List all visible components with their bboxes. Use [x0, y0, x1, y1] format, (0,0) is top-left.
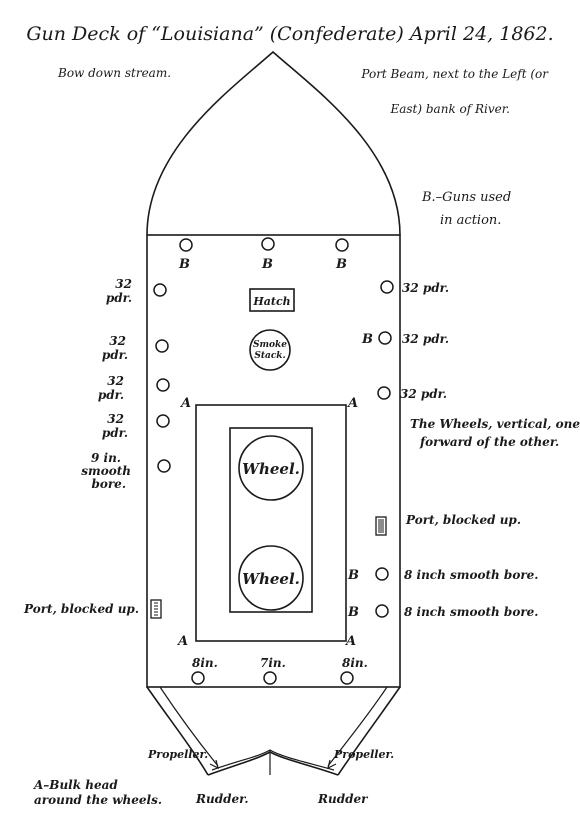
right-gun-port-4 [375, 567, 389, 581]
forward-gun-port-1 [179, 238, 193, 252]
stern-gun-port-right [340, 671, 354, 685]
bow-outline [146, 50, 401, 236]
right-gun-3-label: 32 pdr. [400, 387, 447, 401]
port-beam-note-line2: East) bank of River. [389, 102, 510, 116]
stern-inner-starboard [327, 686, 388, 767]
stern-port-side [146, 686, 209, 776]
left-gun-port-1 [153, 283, 167, 297]
smoke-stack-label-line1: Smoke [253, 340, 287, 350]
stern-gun-left-label: 8in. [192, 656, 218, 670]
smoke-stack [249, 329, 291, 371]
left-gun-port-3 [156, 378, 170, 392]
bulkhead-label-a-top-left: A [179, 396, 191, 411]
right-gun-1-label: 32 pdr. [402, 281, 449, 295]
bulkhead-label-a-bottom-right: A [344, 634, 356, 649]
port-blocked-left-hatching [154, 602, 158, 616]
right-gun-2-b-label: B [361, 332, 373, 347]
left-gun-port-2 [155, 339, 169, 353]
smoke-stack-label-line2: Stack. [254, 351, 285, 361]
port-beam-note-line1: Port Beam, next to the Left (or [360, 67, 549, 81]
left-gun-3-label-line1: 32 [107, 374, 124, 388]
aft-wheel [238, 545, 304, 611]
page-title: Gun Deck of “Louisiana” (Confederate) Ap… [26, 23, 553, 45]
hatch-label: Hatch [252, 295, 290, 308]
aft-wheel-label: Wheel. [242, 570, 300, 588]
left-gun-4-label-line2: pdr. [102, 426, 128, 440]
left-gun-2-label-line2: pdr. [102, 348, 128, 362]
propeller-right [327, 759, 337, 770]
wheels-note-line1: The Wheels, vertical, one [410, 417, 580, 431]
bulkhead-note-line2: around the wheels. [34, 793, 162, 807]
stern-inner-port [159, 686, 219, 767]
propeller-left [209, 759, 219, 770]
propeller-right-label: Propeller. [333, 748, 394, 761]
port-blocked-right-label: Port, blocked up. [405, 513, 521, 527]
port-blocked-right-hatching [378, 519, 384, 533]
bow-note: Bow down stream. [57, 66, 171, 80]
bulkhead [195, 404, 347, 642]
forward-wheel [238, 435, 304, 501]
bulkhead-label-a-top-right: A [346, 396, 358, 411]
rudder-right-label: Rudder [317, 792, 369, 806]
left-gun-3-label-line2: pdr. [98, 388, 124, 402]
gun-deck-outline [146, 234, 401, 688]
forward-gun-2-label: B [261, 257, 273, 272]
right-gun-2-label: 32 pdr. [402, 332, 449, 346]
stern-gun-center-label: 7in. [260, 656, 286, 670]
forward-gun-port-3 [335, 238, 349, 252]
right-gun-port-5 [375, 604, 389, 618]
right-gun-4-b-label: B [347, 568, 359, 583]
stern-gun-port-center [263, 671, 277, 685]
right-gun-5-label: 8 inch smooth bore. [404, 605, 538, 619]
stern-transom [207, 751, 339, 776]
left-gun-5-label-line3: bore. [91, 477, 126, 491]
hatch [249, 288, 295, 312]
left-gun-1-label-line1: 32 [115, 277, 132, 291]
left-gun-2-label-line1: 32 [109, 334, 126, 348]
wheel-housing [229, 427, 313, 613]
bulkhead-note-line1: A–Bulk head [33, 778, 118, 792]
right-gun-4-label: 8 inch smooth bore. [404, 568, 538, 582]
forward-gun-1-label: B [178, 257, 190, 272]
left-gun-port-5 [157, 459, 171, 473]
right-gun-5-b-label: B [347, 605, 359, 620]
guns-used-note-line1: B.–Guns used [421, 190, 511, 205]
bulkhead-label-a-bottom-left: A [176, 634, 188, 649]
propeller-left-label: Propeller. [147, 748, 208, 761]
left-gun-5-label-line1: 9 in. [91, 451, 121, 465]
left-gun-port-4 [156, 414, 170, 428]
forward-gun-port-2 [261, 237, 275, 251]
forward-gun-3-label: B [335, 257, 347, 272]
forward-wheel-label: Wheel. [242, 460, 300, 478]
left-gun-4-label-line1: 32 [107, 412, 124, 426]
left-gun-1-label-line2: pdr. [106, 291, 132, 305]
right-gun-port-3 [377, 386, 391, 400]
stern-starboard-side [337, 686, 401, 776]
rudder-left-label: Rudder. [195, 792, 249, 806]
wheels-note-line2: forward of the other. [419, 435, 559, 449]
right-gun-port-1 [380, 280, 394, 294]
right-gun-port-2 [378, 331, 392, 345]
guns-used-note-line2: in action. [440, 213, 501, 228]
port-blocked-left-label: Port, blocked up. [23, 602, 139, 616]
stern-gun-port-left [191, 671, 205, 685]
left-gun-5-label-line2: smooth [81, 464, 131, 478]
stern-gun-right-label: 8in. [342, 656, 368, 670]
